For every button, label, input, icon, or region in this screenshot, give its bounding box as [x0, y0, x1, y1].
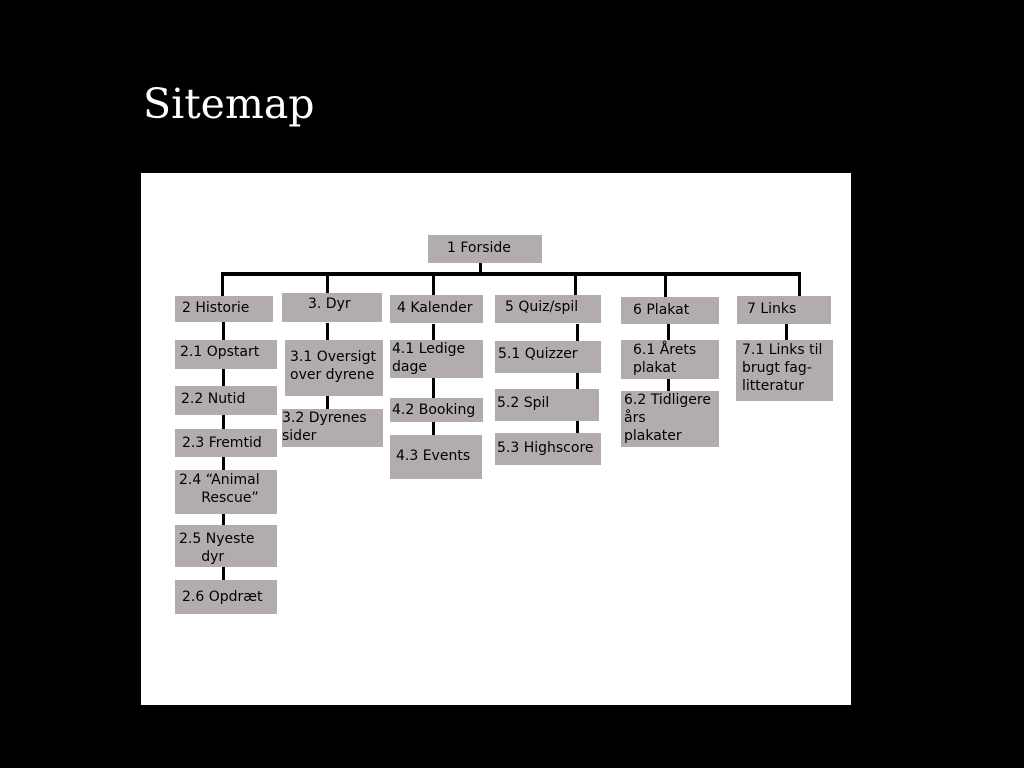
connector-to-section-4	[432, 274, 435, 298]
connector-to-section-5	[574, 274, 577, 296]
node-3-1-oversigt: 3.1 Oversigt over dyrene	[285, 340, 383, 396]
node-5-quiz-spil: 5 Quiz/spil	[495, 295, 601, 323]
node-2-5-nyeste-dyr: 2.5 Nyeste dyr	[175, 525, 277, 567]
node-2-4-animal-rescue: 2.4 “Animal Rescue”	[175, 470, 277, 514]
connector-bar-end-left	[221, 272, 224, 296]
page-title: Sitemap	[143, 80, 315, 128]
connector-main-bar	[221, 272, 801, 276]
node-6-plakat: 6 Plakat	[621, 297, 719, 324]
connector-column-7	[785, 324, 788, 340]
node-5-2-spil: 5.2 Spil	[495, 389, 599, 421]
node-7-links: 7 Links	[737, 296, 831, 324]
connector-column-2	[222, 322, 225, 612]
connector-to-section-3	[326, 274, 329, 296]
node-1-forside: 1 Forside	[428, 235, 542, 263]
node-2-2-nutid: 2.2 Nutid	[175, 386, 277, 415]
node-4-2-booking: 4.2 Booking	[390, 398, 483, 422]
connector-to-section-6	[664, 274, 667, 298]
connector-bar-end-right	[798, 272, 801, 296]
node-4-kalender: 4 Kalender	[390, 295, 483, 323]
node-2-1-opstart: 2.1 Opstart	[175, 340, 277, 369]
node-3-dyr: 3. Dyr	[282, 293, 382, 322]
node-2-6-opdraet: 2.6 Opdræt	[175, 580, 277, 614]
node-4-1-ledige-dage: 4.1 Ledige dage	[390, 340, 483, 378]
connector-column-4	[432, 324, 435, 436]
node-2-3-fremtid: 2.3 Fremtid	[175, 429, 277, 457]
node-6-2-tidligere-plakater: 6.2 Tidligere års plakater	[621, 391, 719, 447]
connector-root-drop	[479, 263, 482, 275]
node-3-2-dyrenes-sider: 3.2 Dyrenes sider	[282, 409, 383, 447]
connector-column-5	[576, 324, 579, 437]
sitemap-diagram: 1 Forside 2 Historie 2.1 Opstart 2.2 Nut…	[141, 173, 851, 705]
node-5-3-highscore: 5.3 Highscore	[495, 433, 601, 465]
node-4-3-events: 4.3 Events	[390, 435, 482, 479]
node-6-1-arets-plakat: 6.1 Årets plakat	[621, 340, 719, 379]
node-7-1-links-til-litteratur: 7.1 Links til brugt fag- litteratur	[736, 340, 833, 401]
node-2-historie: 2 Historie	[175, 296, 273, 322]
node-5-1-quizzer: 5.1 Quizzer	[495, 341, 601, 373]
